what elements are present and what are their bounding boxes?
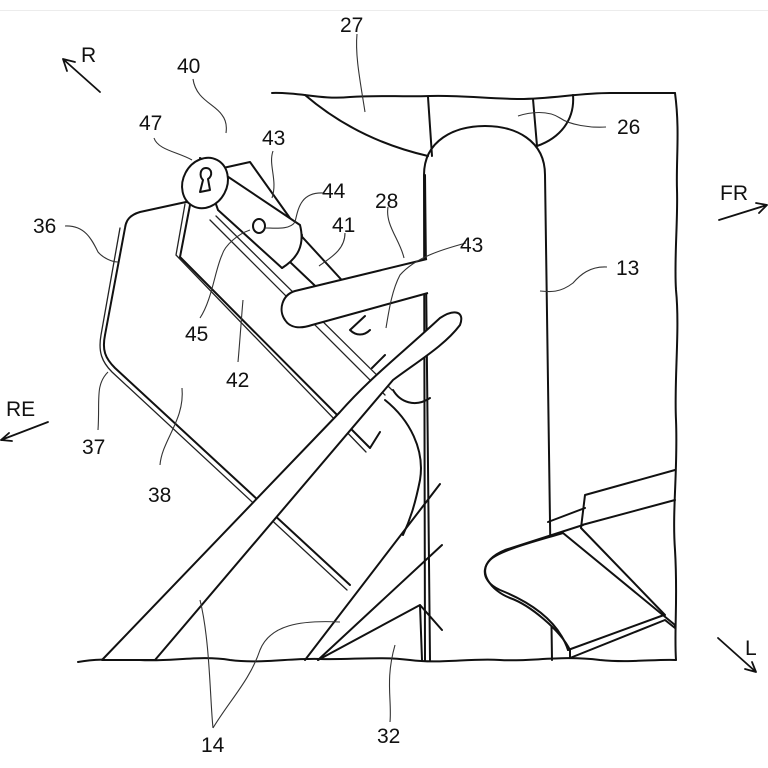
- leader-28: [387, 206, 405, 259]
- ref-label-32: 32: [377, 725, 400, 748]
- diag-rail-a: [304, 483, 441, 661]
- ref-label-37: 37: [82, 436, 105, 459]
- arrow-r-icon: [62, 58, 101, 93]
- lower-right-bracket: [483, 469, 676, 659]
- seat-rail-14: [101, 311, 463, 661]
- ref-label-27: 27: [340, 14, 363, 37]
- ref-label-14: 14: [201, 734, 225, 757]
- leader-27: [356, 33, 366, 113]
- leader-13: [539, 266, 608, 293]
- main-frame-13: [423, 125, 553, 661]
- reference-labels: 27 26 40 47 43 44 28 41 43 13 36 45 42 3…: [33, 14, 640, 757]
- dir-label-l: L: [745, 637, 757, 660]
- plate-42-front: [179, 204, 381, 449]
- cross-bar-28: [280, 258, 429, 369]
- gusset-26-arc: [536, 94, 575, 147]
- frame-body: [77, 91, 679, 663]
- dir-label-fr: FR: [720, 182, 748, 205]
- ref-label-45: 45: [185, 323, 208, 346]
- ref-label-36: 36: [33, 215, 56, 238]
- cross-bar-28-shape: [280, 258, 429, 329]
- seat-inner-edge: [99, 227, 348, 591]
- leader-43b: [385, 242, 467, 329]
- arrow-fr-icon: [718, 202, 768, 221]
- ref-label-42: 42: [226, 369, 249, 392]
- leader-40: [192, 78, 227, 134]
- tube-13-inner-line: [424, 174, 431, 661]
- leader-42: [237, 299, 244, 363]
- leader-lines: [64, 33, 608, 729]
- plate-42-edge: [175, 203, 367, 453]
- leader-14: [199, 599, 341, 729]
- bracket-foot-curve: [483, 524, 584, 651]
- ref-label-44: 44: [322, 180, 346, 203]
- right-break-line: [673, 92, 679, 661]
- curved-support: [384, 399, 422, 536]
- panel-27-edge: [304, 94, 429, 157]
- bracket-32: [317, 604, 443, 661]
- tube-13-outline: [423, 125, 553, 661]
- frame-vertical-b: [532, 98, 538, 147]
- leader-32: [388, 644, 396, 723]
- leader-43a: [271, 150, 275, 199]
- diag-rail-b: [317, 544, 443, 661]
- leader-37: [97, 371, 109, 431]
- lower-left-pieces: [304, 399, 443, 661]
- leader-26: [517, 111, 607, 128]
- ref-label-43b: 43: [460, 234, 483, 257]
- leader-44: [264, 192, 324, 229]
- latch-hook: [349, 315, 386, 369]
- keyhole-icon: [199, 167, 213, 193]
- pin-44: [252, 218, 266, 234]
- leader-47: [153, 137, 193, 161]
- direction-labels: R FR RE L: [6, 44, 757, 660]
- top-strip: [0, 0, 768, 11]
- lock-assembly-40: [181, 156, 361, 301]
- dir-label-re: RE: [6, 398, 35, 421]
- ref-label-40: 40: [177, 55, 200, 78]
- dir-label-r: R: [81, 44, 96, 67]
- bracket-foot-top: [547, 469, 676, 651]
- top-break-line: [271, 91, 676, 100]
- leader-38: [159, 387, 183, 466]
- ref-label-41: 41: [332, 214, 355, 237]
- ref-label-28: 28: [375, 190, 398, 213]
- key-cylinder-47: [181, 156, 229, 210]
- arrow-re-icon: [0, 421, 49, 442]
- arrow-l-icon: [717, 637, 757, 673]
- rail-14-tube: [101, 311, 463, 661]
- seat-outer-edge: [102, 201, 351, 586]
- ref-label-38: 38: [148, 484, 171, 507]
- bottom-break-line: [77, 657, 677, 663]
- direction-indicators: [0, 58, 768, 673]
- ref-label-26: 26: [617, 116, 640, 139]
- ref-label-13: 13: [616, 257, 639, 280]
- rail-14-lower: [392, 389, 431, 405]
- leader-36: [64, 225, 119, 263]
- frame-vertical-a: [427, 96, 433, 157]
- leader-41: [318, 232, 346, 267]
- ref-label-43a: 43: [262, 127, 285, 150]
- leader-45: [199, 229, 251, 319]
- ref-label-47: 47: [139, 112, 162, 135]
